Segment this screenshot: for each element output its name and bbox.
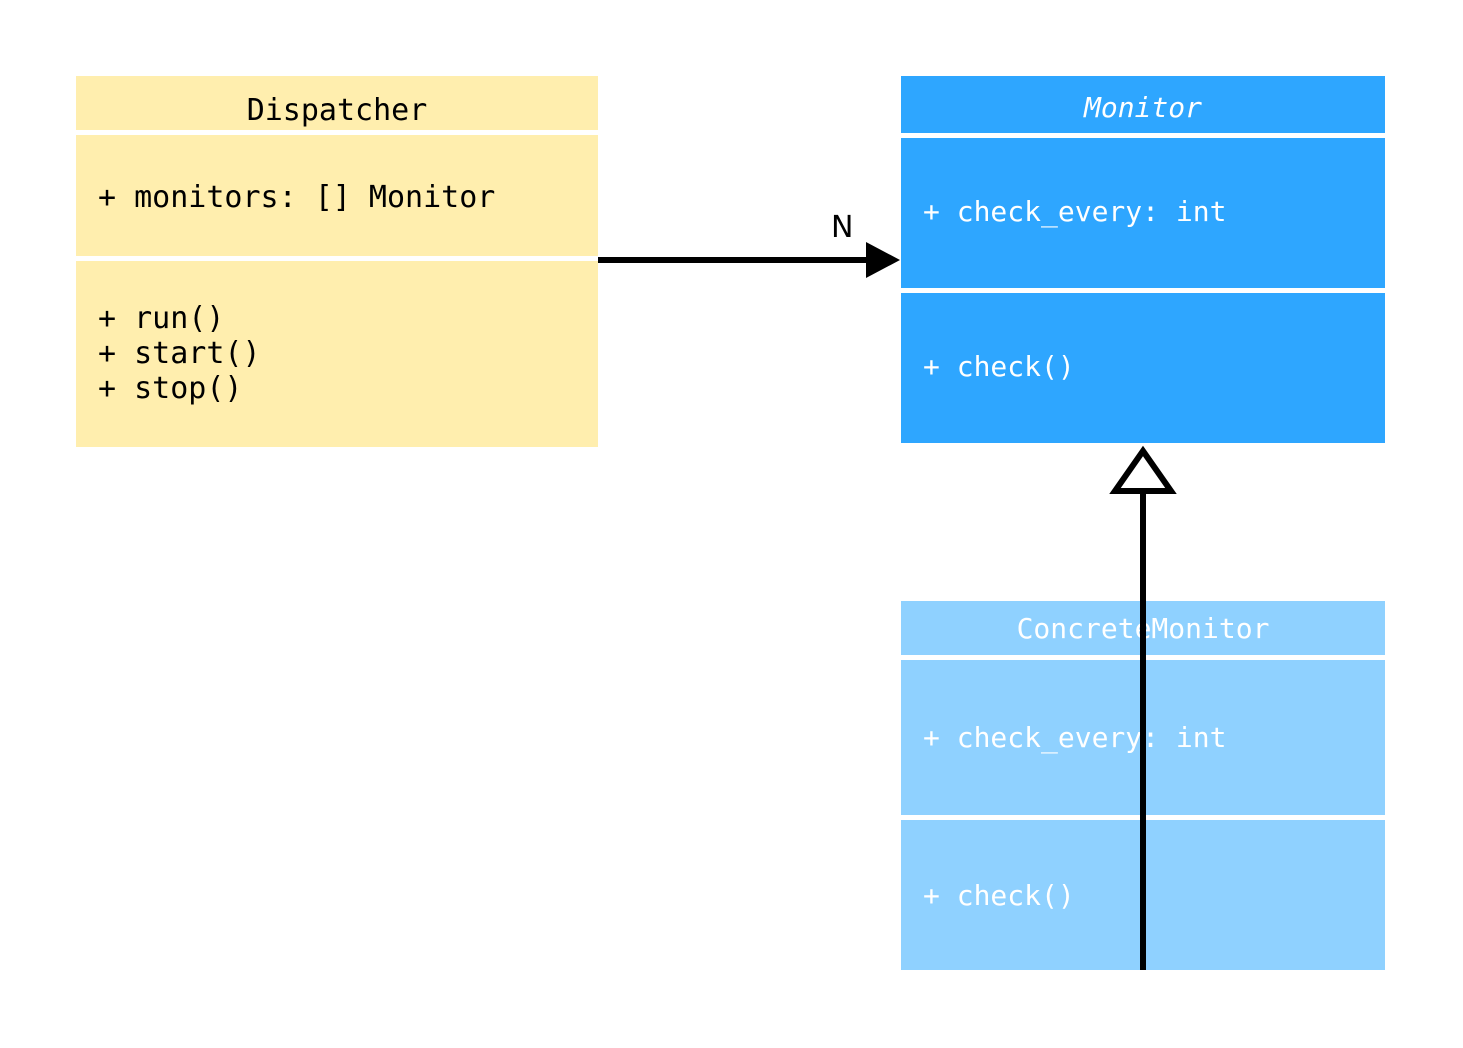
class-title-compartment-dispatcher: Dispatcher <box>76 76 598 130</box>
class-methods-compartment-concretemonitor: + check() <box>901 820 1385 970</box>
attribute-item: + monitors: [] Monitor <box>98 180 496 215</box>
association-arrowhead-filled-triangle <box>866 242 900 278</box>
association-multiplicity-label: N <box>831 210 854 245</box>
class-methods-compartment-dispatcher: + run() + start() + stop() <box>76 261 598 447</box>
class-attributes-compartment-concretemonitor: + check_every: int <box>901 660 1385 815</box>
class-box-dispatcher[interactable]: Dispatcher + monitors: [] Monitor + run(… <box>76 76 598 447</box>
method-item: + check() <box>923 350 1075 383</box>
class-title-compartment-concretemonitor: ConcreteMonitor <box>901 601 1385 655</box>
method-item: + stop() <box>98 371 243 407</box>
class-name-monitor: Monitor <box>1083 91 1202 124</box>
class-box-monitor[interactable]: Monitor + check_every: int + check() <box>901 76 1385 443</box>
method-item: + start() <box>98 336 261 372</box>
class-attributes-compartment-dispatcher: + monitors: [] Monitor <box>76 135 598 256</box>
class-box-concretemonitor[interactable]: ConcreteMonitor + check_every: int + che… <box>901 601 1385 970</box>
attribute-item: + check_every: int <box>923 195 1227 228</box>
class-methods-compartment-monitor: + check() <box>901 293 1385 443</box>
class-title-compartment-monitor: Monitor <box>901 76 1385 133</box>
class-attributes-compartment-monitor: + check_every: int <box>901 138 1385 288</box>
attribute-item: + check_every: int <box>923 721 1227 754</box>
association-dispatcher-to-monitor <box>598 242 900 278</box>
class-name-dispatcher: Dispatcher <box>246 93 428 128</box>
method-item: + check() <box>923 879 1075 912</box>
generalization-arrowhead-hollow-triangle <box>1109 445 1177 494</box>
class-name-concretemonitor: ConcreteMonitor <box>1016 612 1270 645</box>
method-item: + run() <box>98 301 225 336</box>
